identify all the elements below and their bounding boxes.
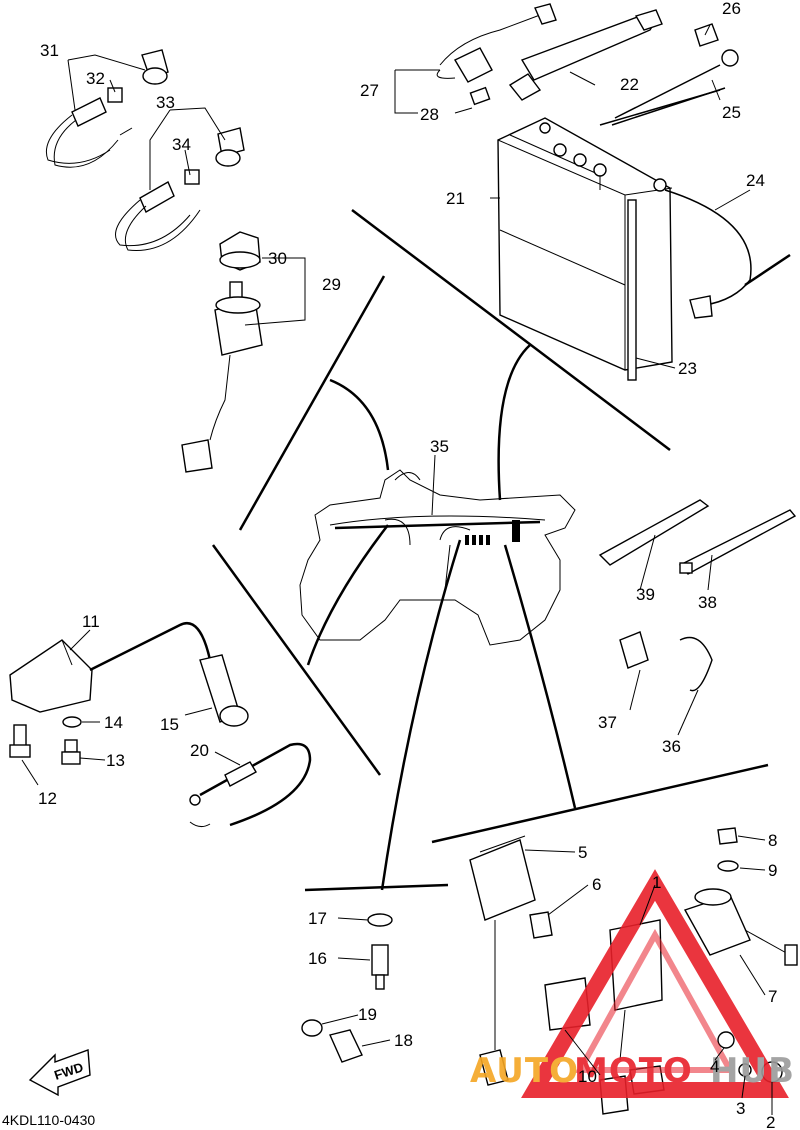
callout-3: 3 <box>736 1099 745 1118</box>
callout-15: 15 <box>160 715 179 734</box>
automotohub-watermark: AUTO MOTO HUB <box>470 869 795 1098</box>
callout-39: 39 <box>636 585 655 604</box>
main-switch-assembly <box>181 231 263 473</box>
callout-38: 38 <box>698 593 717 612</box>
band-and-clamp-parts <box>598 499 797 692</box>
callout-30: 30 <box>268 249 287 268</box>
plug-assembly <box>301 913 393 1063</box>
callout-31: 31 <box>40 41 59 60</box>
callout-32: 32 <box>86 69 105 88</box>
callout-21: 21 <box>446 189 465 208</box>
callout-37: 37 <box>598 713 617 732</box>
callout-16: 16 <box>308 949 327 968</box>
section-dividers <box>211 209 769 892</box>
callout-2: 2 <box>766 1113 775 1130</box>
callout-8: 8 <box>768 831 777 850</box>
callout-25: 25 <box>722 103 741 122</box>
lead-wire <box>189 742 312 828</box>
callout-28: 28 <box>420 105 439 124</box>
callout-12: 12 <box>38 789 57 808</box>
callout-13: 13 <box>106 751 125 770</box>
callout-33: 33 <box>156 93 175 112</box>
callout-labels: 1 2 3 4 5 6 7 8 9 10 11 12 13 14 15 16 1… <box>38 0 777 1130</box>
callout-22: 22 <box>620 75 639 94</box>
watermark-auto: AUTO <box>470 1051 579 1091</box>
callout-14: 14 <box>104 713 123 732</box>
neutral-switch-assembly <box>46 49 245 251</box>
callout-18: 18 <box>394 1031 413 1050</box>
callout-20: 20 <box>190 741 209 760</box>
callout-1: 1 <box>652 873 661 892</box>
callout-19: 19 <box>358 1005 377 1024</box>
ignition-coil-assembly <box>9 622 249 765</box>
callout-7: 7 <box>768 987 777 1006</box>
callout-4: 4 <box>710 1057 719 1076</box>
leader-lines <box>21 24 773 1115</box>
callout-27: 27 <box>360 81 379 100</box>
fwd-arrow-icon: FWD <box>28 1049 91 1097</box>
diagram-code: 4KDL110-0430 <box>2 1112 96 1128</box>
callout-36: 36 <box>662 737 681 756</box>
callout-9: 9 <box>768 861 777 880</box>
battery-assembly <box>497 9 791 381</box>
callout-29: 29 <box>322 275 341 294</box>
callout-23: 23 <box>678 359 697 378</box>
callout-34: 34 <box>172 135 191 154</box>
callout-11: 11 <box>82 612 100 631</box>
watermark-moto: MOTO <box>574 1051 693 1091</box>
watermark-hub: HUB <box>710 1051 795 1091</box>
callout-26: 26 <box>722 0 741 18</box>
callout-6: 6 <box>592 875 601 894</box>
callout-35: 35 <box>430 437 449 456</box>
callout-10: 10 <box>578 1067 597 1086</box>
fuse-holder-assembly <box>436 3 557 106</box>
callout-24: 24 <box>746 171 765 190</box>
vehicle-outline <box>299 469 576 646</box>
callout-5: 5 <box>578 843 587 862</box>
callout-17: 17 <box>308 909 327 928</box>
